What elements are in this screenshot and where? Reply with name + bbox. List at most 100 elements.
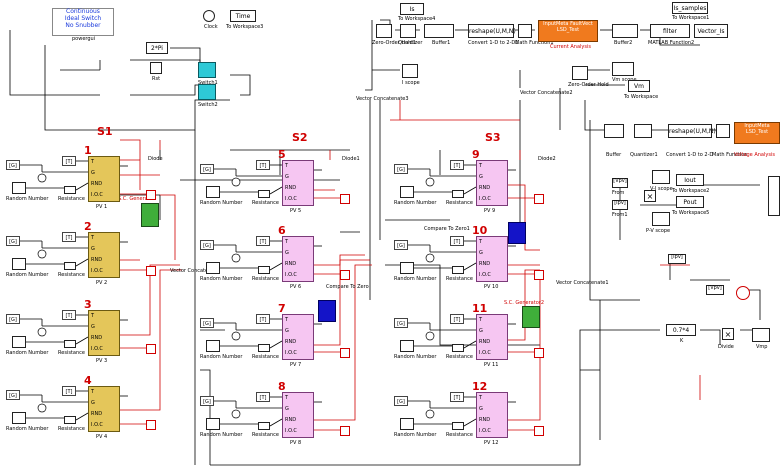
reshape1-block[interactable]: reshape(U,M,N) xyxy=(468,24,516,38)
resistance-block[interactable] xyxy=(258,190,270,198)
from-g-tag[interactable]: [G] xyxy=(394,240,408,250)
from-g-tag[interactable]: [G] xyxy=(200,164,214,174)
from-t-tag[interactable]: [T] xyxy=(62,232,76,242)
from-t-tag[interactable]: [T] xyxy=(62,156,76,166)
ipv-sensor-block[interactable] xyxy=(534,348,544,358)
from-g-tag[interactable]: [G] xyxy=(394,396,408,406)
from-t-tag[interactable]: [T] xyxy=(62,386,76,396)
is-block[interactable]: Is xyxy=(400,3,424,15)
blue-block-s3[interactable] xyxy=(508,222,526,244)
blue-block-s2[interactable] xyxy=(318,300,336,322)
quantizer-block[interactable] xyxy=(400,24,416,38)
ipv-sensor-block[interactable] xyxy=(146,190,156,200)
product-block[interactable]: × xyxy=(644,190,656,202)
vm-scope-block[interactable] xyxy=(612,62,634,76)
from-t-tag[interactable]: [T] xyxy=(62,310,76,320)
from-t-tag[interactable]: [T] xyxy=(256,236,270,246)
random-number-block[interactable] xyxy=(400,418,414,430)
from-g-tag[interactable]: [G] xyxy=(6,390,20,400)
from-ipv-block[interactable]: [Ipv] xyxy=(612,200,628,210)
iout-block[interactable]: Iout xyxy=(676,174,704,186)
resistance-block[interactable] xyxy=(258,344,270,352)
sc-generator2[interactable] xyxy=(522,306,540,328)
from-g-tag[interactable]: [G] xyxy=(6,236,20,246)
resistance-block[interactable] xyxy=(452,266,464,274)
vi-scope-block[interactable] xyxy=(652,170,670,184)
resistance-block[interactable] xyxy=(64,416,76,424)
random-number-block[interactable] xyxy=(12,258,26,270)
resistance-block[interactable] xyxy=(64,186,76,194)
random-number-block[interactable] xyxy=(400,186,414,198)
random-number-block[interactable] xyxy=(400,340,414,352)
from-g-tag[interactable]: [G] xyxy=(394,164,408,174)
from-t-tag[interactable]: [T] xyxy=(256,160,270,170)
ipv-sensor-block[interactable] xyxy=(534,194,544,204)
ipv-sensor-block[interactable] xyxy=(146,266,156,276)
from-g-tag[interactable]: [G] xyxy=(200,240,214,250)
clock-block[interactable] xyxy=(203,10,215,22)
random-number-block[interactable] xyxy=(206,262,220,274)
goto-vpv[interactable]: [Vpv] xyxy=(706,285,724,295)
sc-generator[interactable] xyxy=(141,203,159,227)
i-scope-block[interactable] xyxy=(402,64,418,78)
random-number-block[interactable] xyxy=(12,336,26,348)
random-number-block[interactable] xyxy=(206,186,220,198)
rst-block[interactable] xyxy=(150,62,162,74)
vm-block[interactable]: Vm xyxy=(628,80,650,92)
filter-block[interactable]: filter xyxy=(650,24,690,38)
voltage-analysis-block[interactable]: InputMeta LSD_Test xyxy=(734,122,780,144)
ipv-sensor-block[interactable] xyxy=(340,426,350,436)
ipv-sensor-block[interactable] xyxy=(146,420,156,430)
ipv-sensor-block[interactable] xyxy=(146,344,156,354)
from-t-tag[interactable]: [T] xyxy=(450,392,464,402)
buffer-block[interactable] xyxy=(604,124,624,138)
from-g-tag[interactable]: [G] xyxy=(394,318,408,328)
pout-block[interactable]: Pout xyxy=(676,196,704,208)
ipv-sensor-block[interactable] xyxy=(534,426,544,436)
two-pi-block[interactable]: 2*Pi xyxy=(146,42,168,54)
random-number-block[interactable] xyxy=(12,182,26,194)
random-number-block[interactable] xyxy=(206,340,220,352)
ipv-sensor-block[interactable] xyxy=(340,194,350,204)
from-t-tag[interactable]: [T] xyxy=(450,314,464,324)
current-analysis-block[interactable]: InputMeta FaultVect LSD_Test xyxy=(538,20,598,42)
switch1-block[interactable] xyxy=(198,62,216,78)
gain-block[interactable]: 0.7*4 xyxy=(666,324,696,336)
resistance-block[interactable] xyxy=(64,262,76,270)
vector-is-block[interactable]: Vector_Is xyxy=(694,24,728,38)
resistance-block[interactable] xyxy=(452,344,464,352)
from-g-tag[interactable]: [G] xyxy=(200,318,214,328)
resistance-block[interactable] xyxy=(452,190,464,198)
from-vpv-block[interactable]: [Vpv] xyxy=(612,178,628,188)
from-g-tag[interactable]: [G] xyxy=(200,396,214,406)
powergui-block[interactable]: Continuous Ideal Switch No Snubber xyxy=(52,8,114,36)
random-number-block[interactable] xyxy=(400,262,414,274)
is-samples-block[interactable]: Is_samples xyxy=(672,2,708,14)
goto-ipv[interactable]: [Ipv] xyxy=(668,254,686,264)
from-g-tag[interactable]: [G] xyxy=(6,160,20,170)
zoh1-block[interactable] xyxy=(376,24,392,38)
reshape2-block[interactable]: reshape(U,M,N) xyxy=(668,124,716,138)
from-t-tag[interactable]: [T] xyxy=(256,314,270,324)
from-g-tag[interactable]: [G] xyxy=(6,314,20,324)
time-block[interactable]: Time xyxy=(230,10,256,22)
resistance-block[interactable] xyxy=(452,422,464,430)
resistance-block[interactable] xyxy=(258,422,270,430)
math-block[interactable] xyxy=(716,124,730,138)
zoh-block[interactable] xyxy=(572,66,588,80)
from-t-tag[interactable]: [T] xyxy=(450,160,464,170)
from-t-tag[interactable]: [T] xyxy=(450,236,464,246)
from-t-tag[interactable]: [T] xyxy=(256,392,270,402)
vmp-block[interactable] xyxy=(752,328,770,342)
buffer1-block[interactable] xyxy=(424,24,454,38)
